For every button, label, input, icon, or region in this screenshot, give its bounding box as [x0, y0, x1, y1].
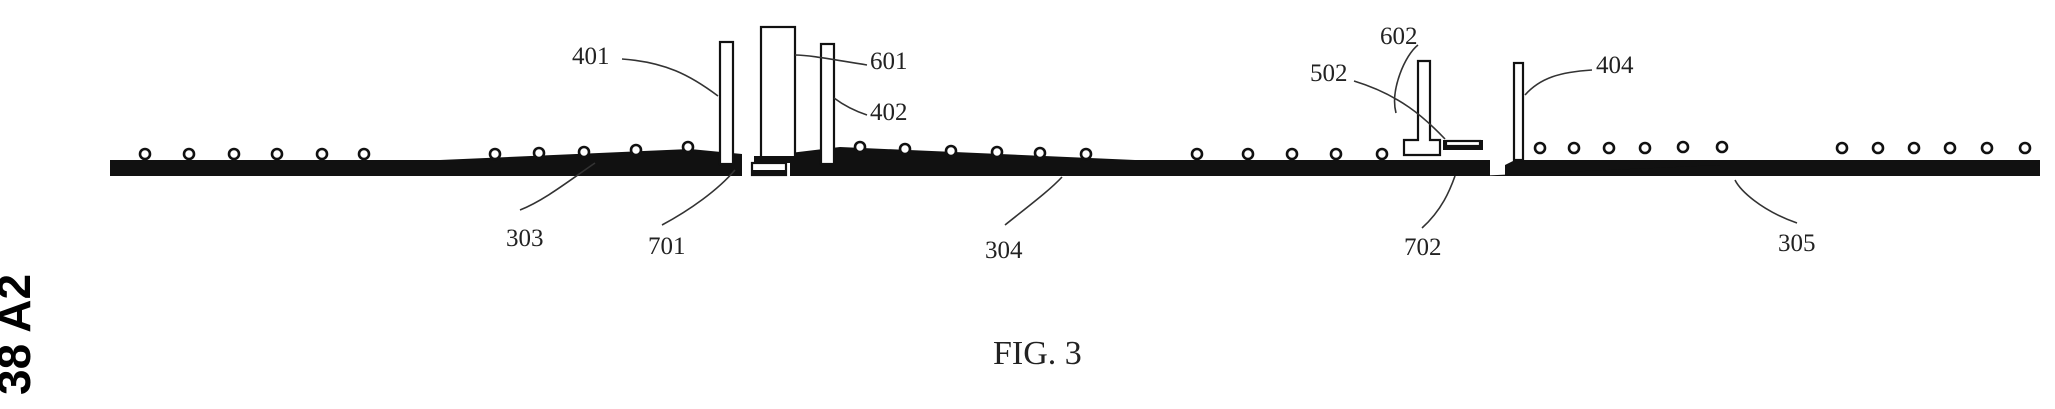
label-401: 401: [572, 43, 610, 70]
roller: [1081, 149, 1091, 159]
roller: [1717, 142, 1727, 152]
leader-305: [1735, 180, 1797, 223]
roller: [317, 149, 327, 159]
roller: [272, 149, 282, 159]
roller: [1678, 142, 1688, 152]
roller: [1982, 143, 1992, 153]
roller: [1287, 149, 1297, 159]
leader-701: [662, 170, 735, 225]
roller: [229, 149, 239, 159]
label-303: 303: [506, 225, 544, 252]
roller: [534, 148, 544, 158]
roller: [140, 149, 150, 159]
roller: [1640, 143, 1650, 153]
label-404: 404: [1596, 52, 1634, 79]
belt-assembly: [110, 147, 2040, 176]
block-601: [761, 27, 795, 160]
leader-401: [622, 59, 718, 96]
roller: [2020, 143, 2030, 153]
roller: [683, 142, 693, 152]
plate-502-top: [1446, 141, 1480, 146]
roller: [1569, 143, 1579, 153]
roller: [1945, 143, 1955, 153]
leader-602: [1395, 45, 1418, 113]
block-601-base: [754, 156, 802, 163]
roller: [184, 149, 194, 159]
roller: [1873, 143, 1883, 153]
roller: [1535, 143, 1545, 153]
leader-502: [1354, 81, 1445, 139]
connector-fill-701: [752, 170, 786, 176]
connector-701: [752, 163, 786, 176]
plate-401: [720, 42, 733, 164]
roller: [1604, 143, 1614, 153]
roller: [900, 144, 910, 154]
roller: [1035, 148, 1045, 158]
rollers: [140, 142, 2030, 159]
leader-404: [1525, 70, 1592, 95]
left-upright-assembly: [720, 27, 834, 164]
roller: [1909, 143, 1919, 153]
leader-402: [834, 98, 867, 115]
roller: [490, 149, 500, 159]
roller: [946, 146, 956, 156]
connector-702: [1447, 162, 1487, 176]
connector-fill-702: [1447, 162, 1487, 176]
label-502: 502: [1310, 60, 1348, 87]
leader-304: [1005, 177, 1062, 225]
label-602: 602: [1380, 23, 1418, 50]
roller: [359, 149, 369, 159]
roller: [1243, 149, 1253, 159]
plate-402: [821, 44, 834, 164]
label-305: 305: [1778, 230, 1816, 257]
roller: [1837, 143, 1847, 153]
belt-segment-303: [110, 149, 742, 176]
roller: [992, 147, 1002, 157]
roller: [1192, 149, 1202, 159]
publication-number-fragment: 38 A2: [0, 274, 40, 395]
right-upright-assembly: [1404, 61, 1523, 160]
roller: [579, 147, 589, 157]
roller: [631, 145, 641, 155]
label-701: 701: [648, 233, 686, 260]
roller: [855, 142, 865, 152]
reference-labels: 401 601 402 602 502 404 303 701 304 702 …: [506, 23, 1816, 264]
leader-702: [1422, 176, 1455, 228]
label-402: 402: [870, 99, 908, 126]
label-702: 702: [1404, 234, 1442, 261]
figure-caption: FIG. 3: [993, 335, 1082, 372]
label-304: 304: [985, 237, 1023, 264]
roller: [1377, 149, 1387, 159]
plate-404: [1514, 63, 1523, 160]
label-601: 601: [870, 48, 908, 75]
roller: [1331, 149, 1341, 159]
